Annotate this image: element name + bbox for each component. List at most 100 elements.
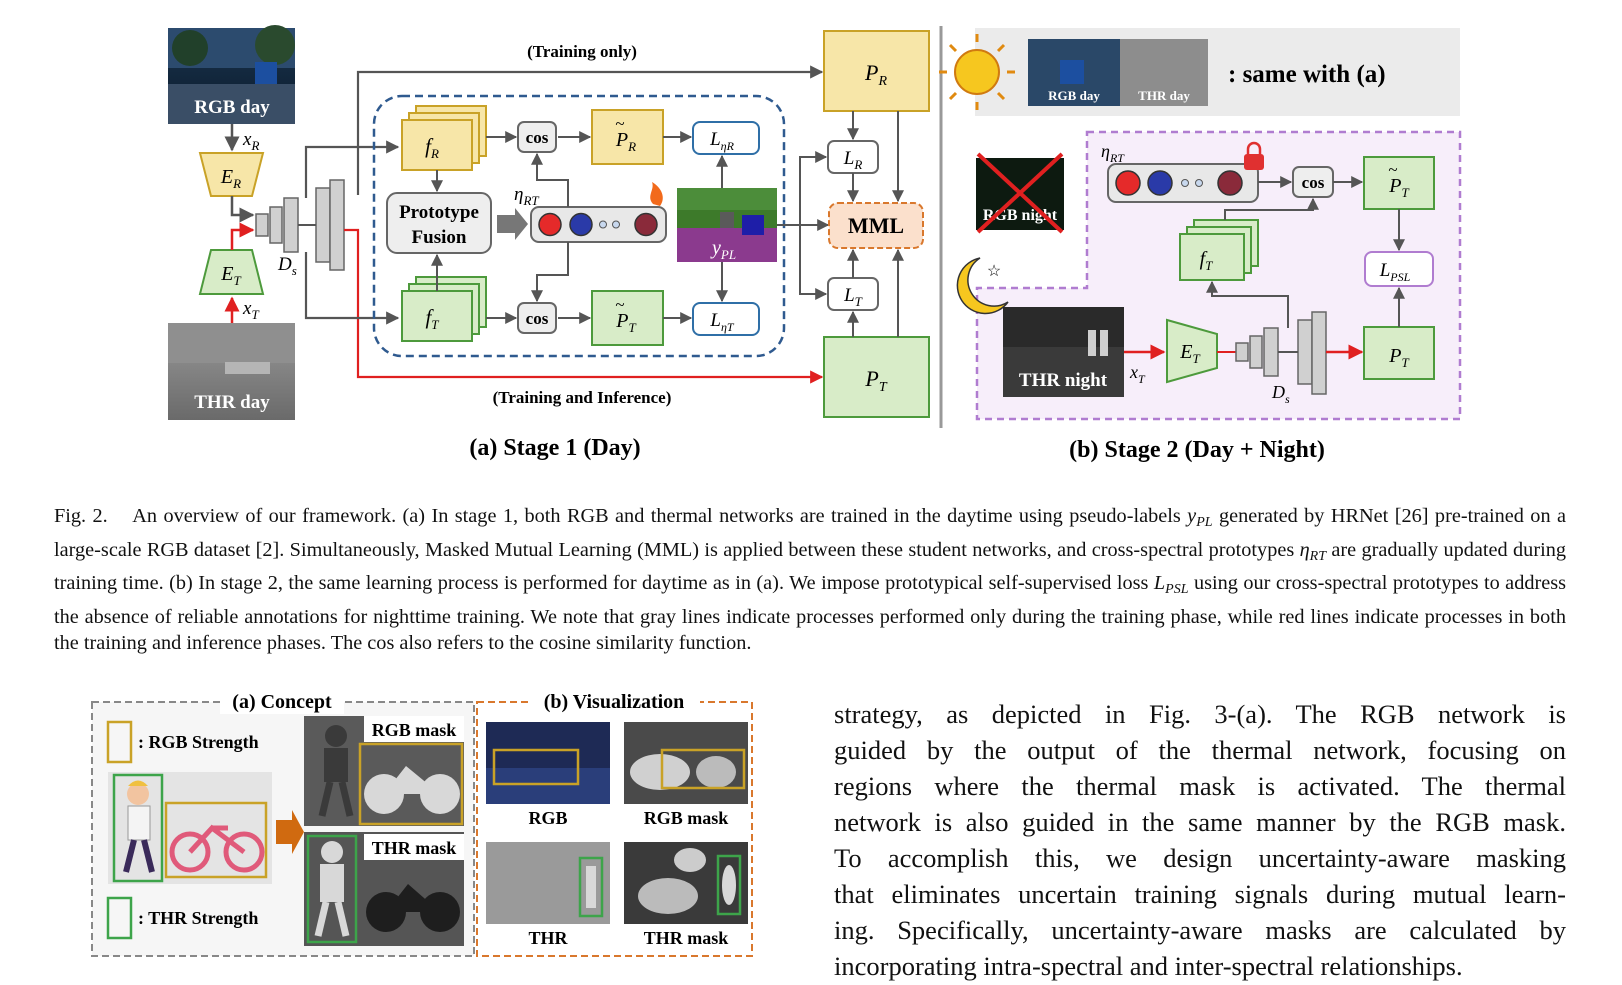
thr-strength-legend-box xyxy=(106,896,133,940)
svg-text:cos: cos xyxy=(526,128,549,147)
svg-text:ER: ER xyxy=(220,166,241,191)
vis-thr-label: THR xyxy=(528,928,568,948)
thr-mask-label: THR mask xyxy=(372,838,457,858)
pred-PR-tilde: PR ~ xyxy=(591,109,664,165)
rgb-strength-label: : RGB Strength xyxy=(138,732,259,752)
concept-arrow xyxy=(276,810,304,854)
concept-panel xyxy=(91,701,475,957)
vis-rgb-image xyxy=(486,722,610,804)
thr-day-label: THR day xyxy=(194,392,270,413)
svg-text:yPL: yPL xyxy=(710,237,736,262)
thr-night-image: THR night xyxy=(1003,307,1124,397)
loss-L-etaR: LηR xyxy=(692,121,760,155)
pseudo-label-image: yPL xyxy=(677,188,777,262)
svg-text:PT: PT xyxy=(864,366,887,395)
s2-loss-LPSL: LPSL xyxy=(1364,251,1434,287)
svg-text:cos: cos xyxy=(1302,173,1325,192)
s2-pred-PT-tilde: PT ~ xyxy=(1363,156,1435,210)
svg-text:fT: fT xyxy=(425,305,439,332)
training-inference-label: (Training and Inference) xyxy=(493,388,672,407)
stage2-label: (b) Stage 2 (Day + Night) xyxy=(1069,437,1325,463)
lock-icon xyxy=(1244,141,1264,170)
svg-text:PT: PT xyxy=(615,310,636,335)
svg-text:LηT: LηT xyxy=(709,310,735,334)
svg-text:fR: fR xyxy=(425,134,439,161)
svg-text:ET: ET xyxy=(1179,341,1200,366)
loss-LT: LT xyxy=(827,277,879,311)
svg-text:LηR: LηR xyxy=(709,129,735,153)
rgb-night-image-crossed: RGB night xyxy=(976,152,1064,234)
svg-text:fT: fT xyxy=(1200,248,1214,273)
pred-PR: PR xyxy=(823,30,930,112)
svg-text:PR: PR xyxy=(615,129,636,154)
flame-icon xyxy=(650,182,663,206)
rgb-mask-label: RGB mask xyxy=(372,720,457,740)
vis-rgb-mask-image xyxy=(624,722,748,804)
svg-text:THR day: THR day xyxy=(1138,88,1190,103)
visualization-panel xyxy=(476,701,753,957)
rgb-day-image: RGB day xyxy=(168,25,295,124)
pred-PT: PT xyxy=(823,336,930,418)
svg-text:~: ~ xyxy=(615,114,624,133)
loss-LR: LR xyxy=(827,140,879,174)
svg-text:PT: PT xyxy=(1388,345,1409,370)
svg-text:Fusion: Fusion xyxy=(412,227,467,248)
mml-box: MML xyxy=(828,202,924,249)
thr-strength-label: : THR Strength xyxy=(138,908,258,928)
rgb-strength-legend-box xyxy=(106,720,133,764)
s2-eta-label: ηRT xyxy=(1101,141,1125,165)
visualization-title: (b) Visualization xyxy=(544,691,685,713)
vis-thr-mask-label: THR mask xyxy=(644,928,729,948)
thr-day-image: THR day xyxy=(168,323,295,420)
svg-text:ET: ET xyxy=(220,263,241,288)
body-paragraph: strategy, as depicted in Fig. 3-(a). The… xyxy=(834,699,1566,981)
prototype-fusion-box: Prototype Fusion xyxy=(386,192,492,254)
pred-PT-tilde: PT ~ xyxy=(591,290,664,346)
prototype-bank xyxy=(530,182,667,243)
concept-illustration xyxy=(108,772,272,884)
vis-rgb-label: RGB xyxy=(528,808,567,828)
stage2-rgb-day-thumb: RGB day xyxy=(1028,39,1120,106)
encoder-ET: ET xyxy=(198,249,265,295)
vis-rgb-mask-label: RGB mask xyxy=(644,808,729,828)
figure-caption: Fig. 2. An overview of our framework. (a… xyxy=(54,505,1567,655)
svg-text:MML: MML xyxy=(848,213,904,238)
concept-title: (a) Concept xyxy=(232,691,332,713)
figure-2-diagram: RGB day THR day xR xT ER ET Ds (Training… xyxy=(168,25,1462,463)
stage2-thr-day-thumb: THR day xyxy=(1120,39,1208,106)
rgb-mask-image: RGB mask xyxy=(304,716,464,826)
svg-text:PR: PR xyxy=(864,60,887,89)
svg-text:RGB day: RGB day xyxy=(1048,88,1100,103)
vis-thr-mask-image xyxy=(624,842,748,924)
cos-bottom: cos xyxy=(517,302,557,334)
same-with-label: : same with (a) xyxy=(1228,61,1386,88)
svg-text:PT: PT xyxy=(1388,175,1409,200)
vis-thr-image xyxy=(486,842,610,924)
svg-text:THR night: THR night xyxy=(1019,370,1108,391)
svg-text:LR: LR xyxy=(843,148,863,172)
svg-text:☆: ☆ xyxy=(987,263,1001,280)
training-only-label: (Training only) xyxy=(527,42,637,61)
xR-label: xR xyxy=(242,129,259,153)
feature-fR: fR xyxy=(401,105,487,171)
svg-text:cos: cos xyxy=(526,309,549,328)
moon-icon: ☆ xyxy=(956,257,1009,315)
s2-prototype-bank xyxy=(1107,141,1264,203)
cos-top: cos xyxy=(517,121,557,153)
s2-encoder-ET: ET xyxy=(1166,318,1218,384)
s2-cos: cos xyxy=(1292,166,1334,198)
thr-mask-image: THR mask xyxy=(304,832,464,946)
svg-text:LT: LT xyxy=(843,285,863,309)
xT-label: xT xyxy=(242,298,259,322)
rgb-day-label: RGB day xyxy=(194,97,270,118)
stage1-label: (a) Stage 1 (Day) xyxy=(469,435,640,461)
s2-feature-fT: fT xyxy=(1179,219,1259,281)
encoder-ER: ER xyxy=(198,152,265,197)
sun-icon xyxy=(939,34,1015,110)
svg-text:~: ~ xyxy=(615,295,624,314)
loss-L-etaT: LηT xyxy=(692,302,760,336)
decoder-Ds: Ds xyxy=(255,179,345,278)
svg-text:LPSL: LPSL xyxy=(1379,260,1411,284)
svg-text:Prototype: Prototype xyxy=(399,202,479,223)
svg-text:Ds: Ds xyxy=(277,254,297,278)
